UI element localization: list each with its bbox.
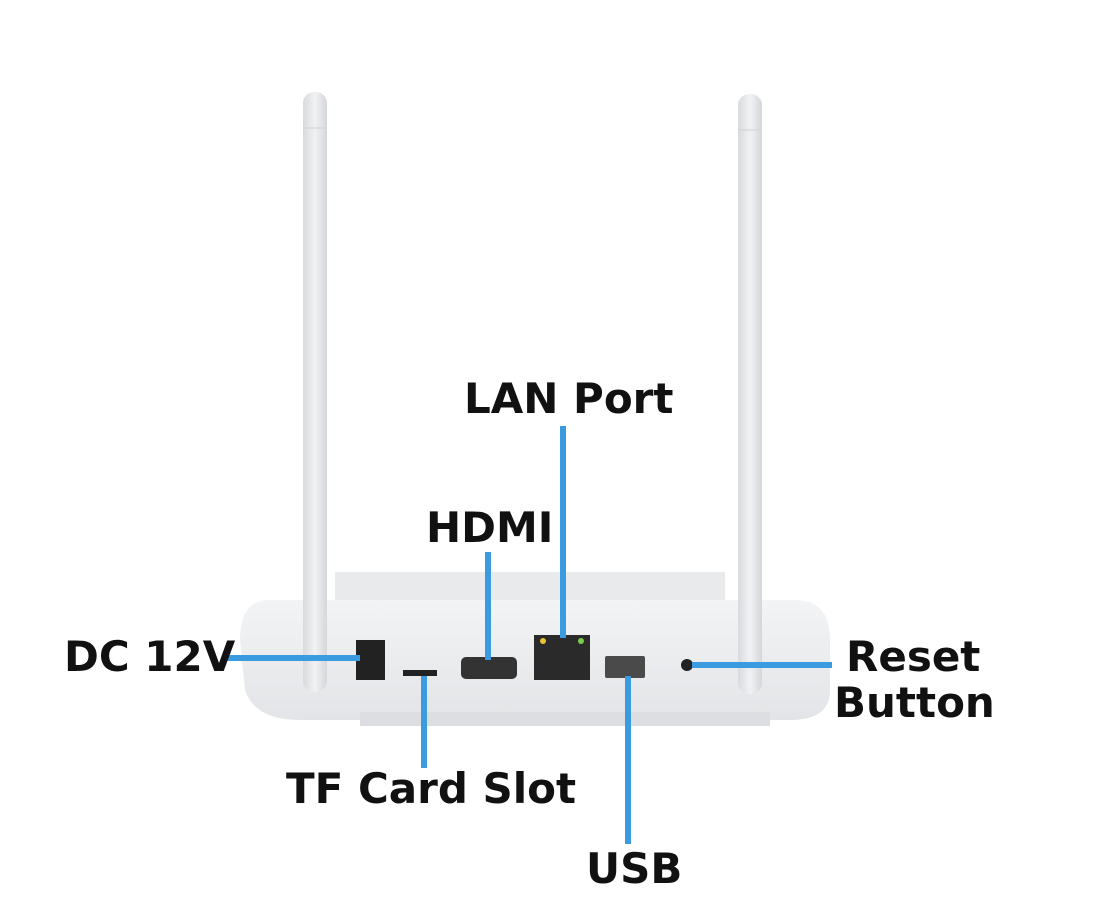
lan-leader-line bbox=[560, 426, 566, 638]
dc-12v-label: DC 12V bbox=[64, 632, 236, 681]
hdmi-port bbox=[461, 657, 517, 679]
reset-leader-line bbox=[692, 662, 832, 668]
reset-button-hole bbox=[681, 659, 693, 671]
router-vents bbox=[360, 712, 770, 726]
dc-leader-line bbox=[225, 655, 360, 661]
dc-jack bbox=[356, 640, 385, 680]
usb-label: USB bbox=[586, 844, 683, 893]
hdmi-label: HDMI bbox=[426, 503, 554, 552]
lan-led-green bbox=[578, 638, 584, 644]
lan-port-label: LAN Port bbox=[464, 374, 674, 423]
usb-port bbox=[605, 656, 645, 678]
right-antenna bbox=[738, 94, 762, 694]
reset-label-line2: Button bbox=[834, 678, 995, 727]
lan-led-yellow bbox=[540, 638, 546, 644]
left-antenna bbox=[303, 92, 327, 692]
tf-card-slot-label: TF Card Slot bbox=[286, 764, 577, 813]
usb-leader-line bbox=[625, 676, 631, 844]
tf-card-slot bbox=[403, 670, 437, 676]
reset-label-line1: Reset bbox=[846, 632, 981, 681]
tf-leader-line bbox=[421, 676, 427, 768]
hdmi-leader-line bbox=[485, 552, 491, 660]
